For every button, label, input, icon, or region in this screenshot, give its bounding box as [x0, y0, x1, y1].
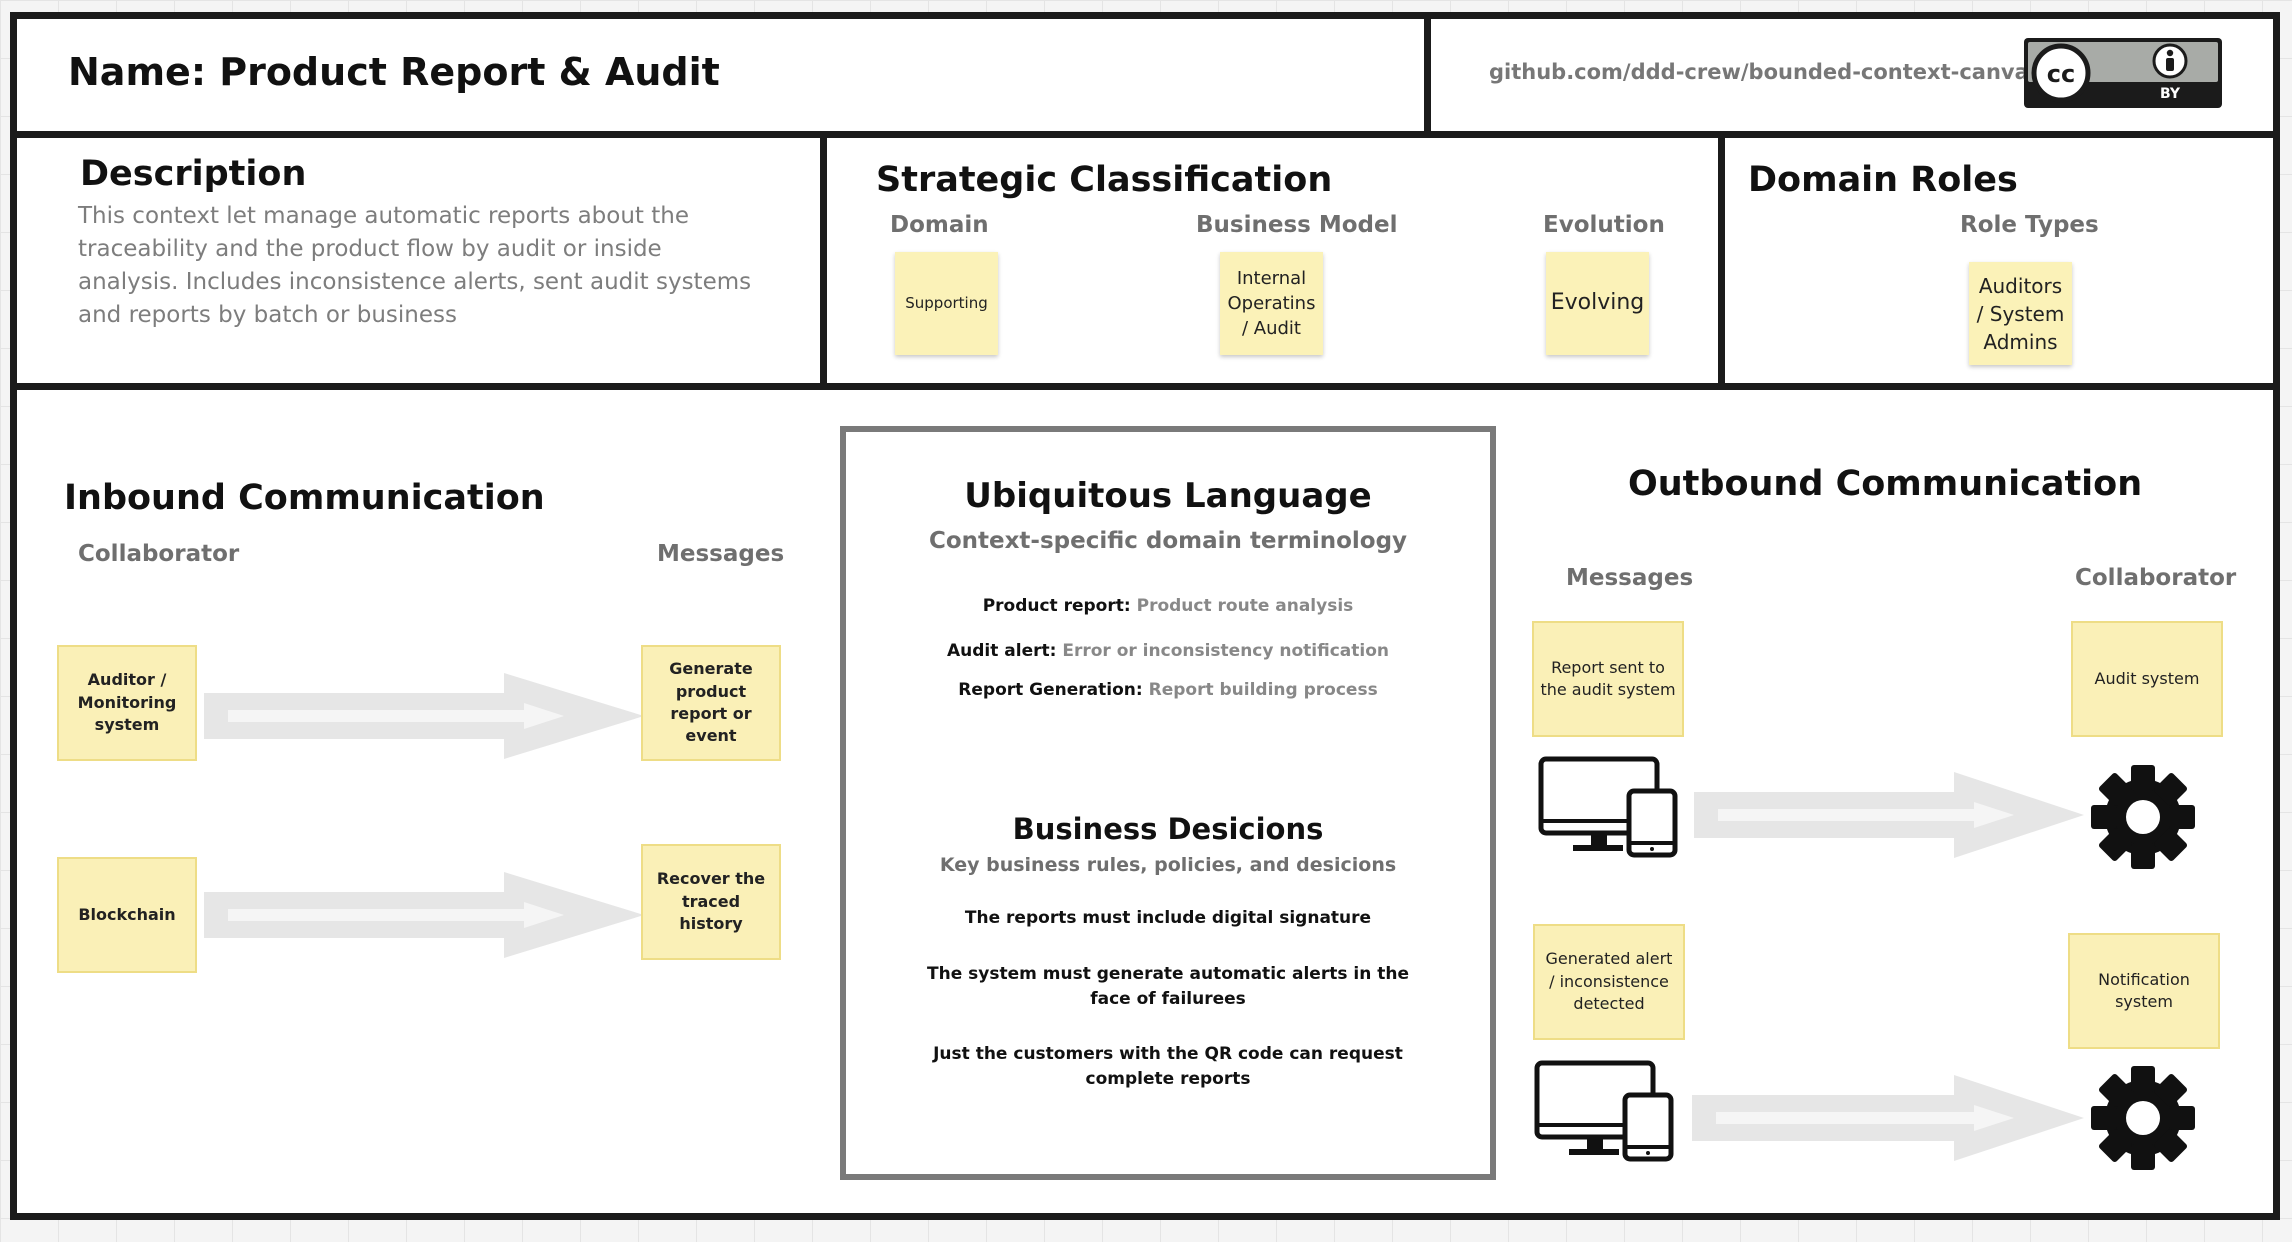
- cc-icon: cc: [2031, 43, 2091, 103]
- term-name: Audit alert:: [946, 641, 1057, 661]
- inbound-message-sticky[interactable]: Generate product report or event: [641, 645, 781, 761]
- decision-rule: The system must generate automatic alert…: [927, 964, 1409, 1009]
- ubiquitous-subtitle: Context-specific domain terminology: [928, 528, 1408, 554]
- decision-rule: The reports must include digital signatu…: [964, 908, 1372, 928]
- strategic-divider: [1718, 136, 1725, 386]
- domain-sticky[interactable]: Supporting: [895, 252, 998, 355]
- role-types-label: Role Types: [1960, 212, 2099, 238]
- by-label: BY: [2159, 86, 2181, 102]
- github-link[interactable]: github.com/ddd-crew/bounded-context-canv…: [1489, 60, 2042, 84]
- domain-roles-title: Domain Roles: [1748, 160, 2018, 200]
- inbound-message-sticky[interactable]: Recover the traced history: [641, 844, 781, 960]
- outbound-collaborator-label: Collaborator: [2075, 565, 2237, 591]
- outbound-collaborator-sticky[interactable]: Audit system: [2071, 621, 2223, 737]
- ubiquitous-language-panel: Ubiquitous Language Context-specific dom…: [840, 426, 1496, 1180]
- inbound-messages-label: Messages: [657, 541, 785, 567]
- evolution-label: Evolution: [1543, 212, 1665, 238]
- term-row: Report Generation: Report building proce…: [846, 680, 1490, 700]
- term-name: Report Generation:: [958, 680, 1143, 700]
- svg-text:cc: cc: [2047, 60, 2075, 88]
- domain-label: Domain: [890, 212, 989, 238]
- header-divider: [10, 131, 2280, 138]
- outbound-title: Outbound Communication: [1628, 464, 2143, 504]
- decision-rule: Just the customers with the QR code can …: [933, 1044, 1403, 1089]
- description-divider: [820, 136, 827, 386]
- business-model-sticky[interactable]: Internal Operatins / Audit: [1220, 252, 1323, 355]
- inbound-title: Inbound Communication: [64, 478, 545, 518]
- gear-icon: [2091, 1066, 2195, 1170]
- header-vertical-divider: [1424, 12, 1431, 136]
- decisions-title: Business Desicions: [1012, 812, 1324, 846]
- context-name: Name: Product Report & Audit: [68, 50, 720, 94]
- gear-icon: [2091, 765, 2195, 869]
- term-definition: Report building process: [1148, 680, 1378, 700]
- evolution-sticky[interactable]: Evolving: [1546, 252, 1649, 355]
- term-definition: Error or inconsistency notification: [1062, 641, 1389, 661]
- business-model-label: Business Model: [1196, 212, 1398, 238]
- outbound-collaborator-sticky[interactable]: Notification system: [2068, 933, 2220, 1049]
- term-row: Product report: Product route analysis: [846, 596, 1490, 616]
- outbound-arrow: [1692, 1075, 2084, 1161]
- term-definition: Product route analysis: [1136, 596, 1354, 616]
- inbound-arrow: [204, 872, 644, 958]
- term-name: Product report:: [982, 596, 1131, 616]
- outbound-messages-label: Messages: [1566, 565, 1694, 591]
- attribution-icon: [2152, 43, 2188, 79]
- inbound-arrow: [204, 673, 644, 759]
- outbound-message-sticky[interactable]: Report sent to the audit system: [1532, 621, 1684, 737]
- ubiquitous-title: Ubiquitous Language: [964, 476, 1372, 516]
- description-title: Description: [80, 154, 307, 194]
- outbound-message-sticky[interactable]: Generated alert / inconsistence detected: [1533, 924, 1685, 1040]
- description-text: This context let manage automatic report…: [78, 203, 752, 328]
- strategic-title: Strategic Classification: [876, 160, 1333, 200]
- top-section-divider: [10, 383, 2280, 390]
- role-sticky[interactable]: Auditors / System Admins: [1969, 262, 2072, 365]
- devices-icon: [1538, 756, 1678, 858]
- term-row: Audit alert: Error or inconsistency noti…: [846, 641, 1490, 661]
- inbound-collaborator-label: Collaborator: [78, 541, 240, 567]
- devices-icon: [1534, 1060, 1674, 1162]
- inbound-collaborator-sticky[interactable]: Blockchain: [57, 857, 197, 973]
- cc-by-license-badge: cc BY: [2024, 38, 2222, 108]
- inbound-collaborator-sticky[interactable]: Auditor / Monitoring system: [57, 645, 197, 761]
- outbound-arrow: [1694, 772, 2084, 858]
- decisions-subtitle: Key business rules, policies, and desici…: [939, 854, 1397, 876]
